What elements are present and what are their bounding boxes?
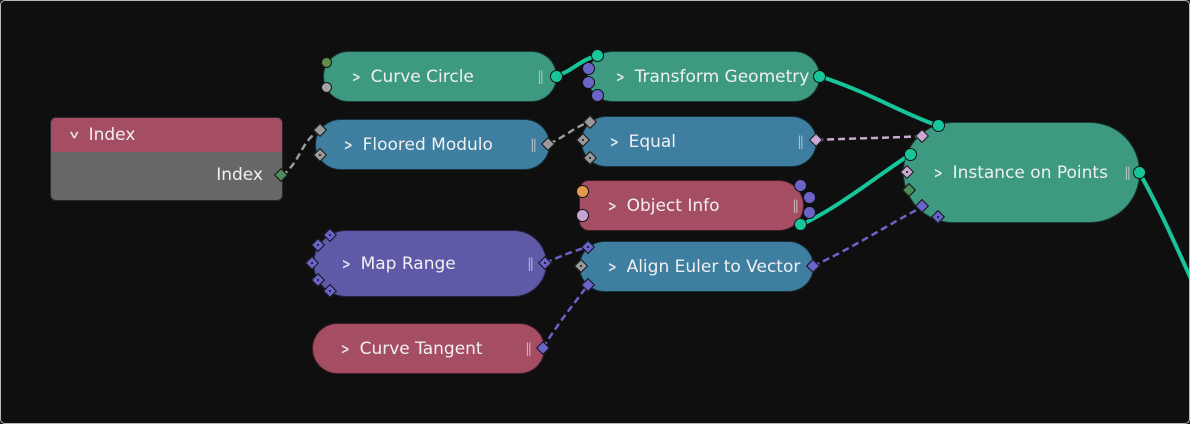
index-node[interactable]: > Index Index — [50, 117, 283, 201]
transform-geometry-node[interactable]: > Transform Geometry — [587, 51, 820, 102]
chevron-right-icon[interactable]: > — [615, 67, 625, 86]
instance-instance-input-socket[interactable] — [904, 148, 917, 161]
curve-tangent-title: Curve Tangent — [359, 338, 483, 359]
drag-grip-icon[interactable]: || — [530, 137, 537, 152]
drag-grip-icon[interactable]: || — [1124, 165, 1131, 180]
chevron-right-icon[interactable]: > — [607, 257, 617, 276]
object-info-output-socket[interactable] — [803, 191, 816, 204]
drag-grip-icon[interactable]: || — [797, 134, 804, 149]
link-objectinfo-to-instance — [800, 152, 913, 227]
equal-node[interactable]: > Equal || — [581, 116, 817, 167]
chevron-right-icon[interactable]: > — [341, 254, 351, 273]
object-info-node[interactable]: > Object Info || — [579, 180, 804, 231]
chevron-down-icon[interactable]: > — [65, 130, 84, 140]
instance-on-points-title: Instance on Points — [952, 162, 1108, 183]
map-range-node[interactable]: > Map Range || — [313, 230, 547, 297]
link-instance-out — [1137, 171, 1189, 280]
instance-output-socket[interactable] — [1133, 166, 1146, 179]
drag-grip-icon[interactable]: || — [537, 69, 544, 84]
transform-geometry-input-socket[interactable] — [591, 49, 604, 62]
object-info-input-socket[interactable] — [576, 185, 589, 198]
chevron-right-icon[interactable]: > — [607, 196, 617, 215]
chevron-right-icon[interactable]: > — [933, 163, 943, 182]
curve-circle-node[interactable]: > Curve Circle || — [323, 51, 557, 102]
index-node-title: Index — [88, 125, 136, 145]
object-info-input-socket[interactable] — [576, 209, 589, 222]
drag-grip-icon[interactable]: || — [792, 198, 799, 213]
link-transform-to-instance — [818, 74, 940, 128]
align-euler-node[interactable]: > Align Euler to Vector — [579, 241, 814, 292]
object-info-output-socket[interactable] — [794, 179, 807, 192]
curve-circle-input-socket[interactable] — [321, 57, 332, 68]
transform-geometry-output-socket[interactable] — [813, 70, 826, 83]
transform-geometry-input-socket[interactable] — [591, 89, 604, 102]
chevron-right-icon[interactable]: > — [340, 339, 350, 358]
index-output-label: Index — [216, 165, 263, 185]
chevron-right-icon[interactable]: > — [351, 67, 361, 86]
instance-on-points-node[interactable]: > Instance on Points || — [903, 122, 1140, 223]
align-euler-title: Align Euler to Vector — [626, 256, 801, 277]
map-range-title: Map Range — [360, 253, 456, 274]
object-info-output-socket[interactable] — [803, 206, 816, 219]
transform-geometry-title: Transform Geometry — [634, 66, 810, 87]
object-info-output-socket[interactable] — [794, 218, 807, 231]
link-tangent-to-align — [541, 284, 589, 349]
curve-circle-title: Curve Circle — [370, 66, 474, 87]
chevron-right-icon[interactable]: > — [609, 132, 619, 151]
chevron-right-icon[interactable]: > — [343, 135, 353, 154]
floored-modulo-title: Floored Modulo — [362, 134, 493, 155]
curve-tangent-node[interactable]: > Curve Tangent || — [312, 323, 545, 374]
floored-modulo-node[interactable]: > Floored Modulo || — [315, 119, 550, 170]
drag-grip-icon[interactable]: || — [527, 256, 534, 271]
curve-circle-output-socket[interactable] — [550, 70, 563, 83]
object-info-title: Object Info — [626, 195, 720, 216]
transform-geometry-input-socket[interactable] — [582, 76, 595, 89]
curve-circle-input-socket[interactable] — [321, 82, 332, 93]
equal-title: Equal — [628, 131, 677, 152]
index-node-header[interactable]: > Index — [51, 118, 282, 152]
instance-points-input-socket[interactable] — [932, 119, 945, 132]
drag-grip-icon[interactable]: || — [525, 341, 532, 356]
transform-geometry-input-socket[interactable] — [582, 62, 595, 75]
